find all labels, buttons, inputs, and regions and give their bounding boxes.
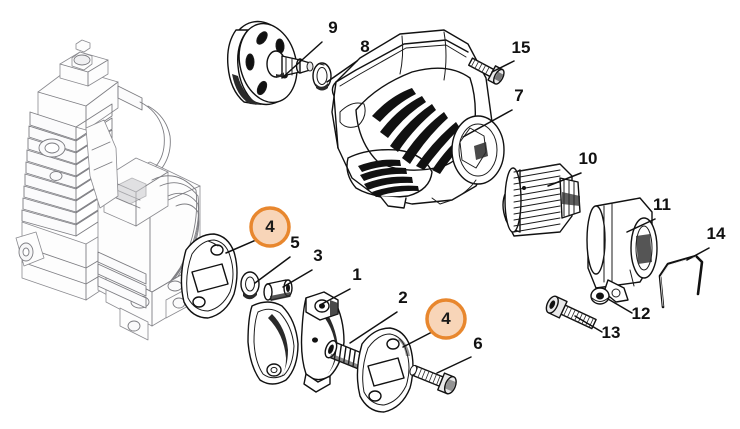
- leader-line-3: [282, 269, 313, 288]
- callout-number-1: 1: [352, 265, 361, 284]
- callout-15[interactable]: 15: [491, 38, 531, 73]
- callout-number-8: 8: [360, 37, 369, 56]
- callout-number-12: 12: [632, 304, 651, 323]
- callout-number-11: 11: [653, 195, 671, 214]
- leader-line-7: [462, 109, 513, 138]
- callout-7[interactable]: 7: [462, 86, 524, 138]
- leader-line-11: [626, 218, 656, 233]
- callout-5[interactable]: 5: [254, 233, 300, 284]
- callout-number-4: 4: [441, 309, 451, 328]
- callout-number-9: 9: [328, 18, 337, 37]
- callout-number-7: 7: [514, 86, 523, 105]
- highlight-circle-4[interactable]: [249, 206, 291, 248]
- highlight-circle-4[interactable]: [425, 298, 467, 340]
- leader-line-4: [402, 331, 433, 348]
- leader-line-10: [547, 172, 582, 187]
- callout-1[interactable]: 1: [319, 265, 362, 306]
- leader-line-4: [225, 239, 257, 254]
- callout-8[interactable]: 8: [326, 37, 370, 83]
- leader-line-8: [326, 60, 358, 83]
- leader-line-6: [436, 356, 472, 374]
- callout-4-highlighted[interactable]: 4: [225, 206, 291, 254]
- callout-number-5: 5: [290, 233, 299, 252]
- callout-number-3: 3: [313, 246, 322, 265]
- callout-14[interactable]: 14: [686, 224, 726, 261]
- callout-number-13: 13: [602, 323, 621, 342]
- callout-number-10: 10: [579, 149, 598, 168]
- leader-line-15: [491, 60, 515, 73]
- callout-number-2: 2: [398, 288, 407, 307]
- callout-13[interactable]: 13: [574, 315, 621, 342]
- callout-10[interactable]: 10: [547, 149, 598, 187]
- callout-number-14: 14: [707, 224, 726, 243]
- leader-line-2: [349, 311, 398, 344]
- callout-4-highlighted[interactable]: 4: [402, 298, 467, 348]
- callout-12[interactable]: 12: [607, 298, 651, 323]
- callout-6[interactable]: 6: [436, 334, 483, 374]
- leader-line-1: [319, 288, 351, 306]
- leader-line-12: [607, 298, 633, 314]
- callout-3[interactable]: 3: [282, 246, 323, 288]
- leader-line-5: [254, 256, 291, 284]
- leader-line-14: [686, 247, 710, 261]
- callout-number-6: 6: [473, 334, 482, 353]
- leader-line-13: [574, 315, 603, 333]
- callout-9[interactable]: 9: [281, 18, 338, 79]
- leader-line-9: [281, 41, 323, 79]
- callout-2[interactable]: 2: [349, 288, 408, 344]
- callout-11[interactable]: 11: [626, 195, 671, 233]
- callout-number-4: 4: [265, 217, 275, 236]
- callout-number-15: 15: [512, 38, 531, 57]
